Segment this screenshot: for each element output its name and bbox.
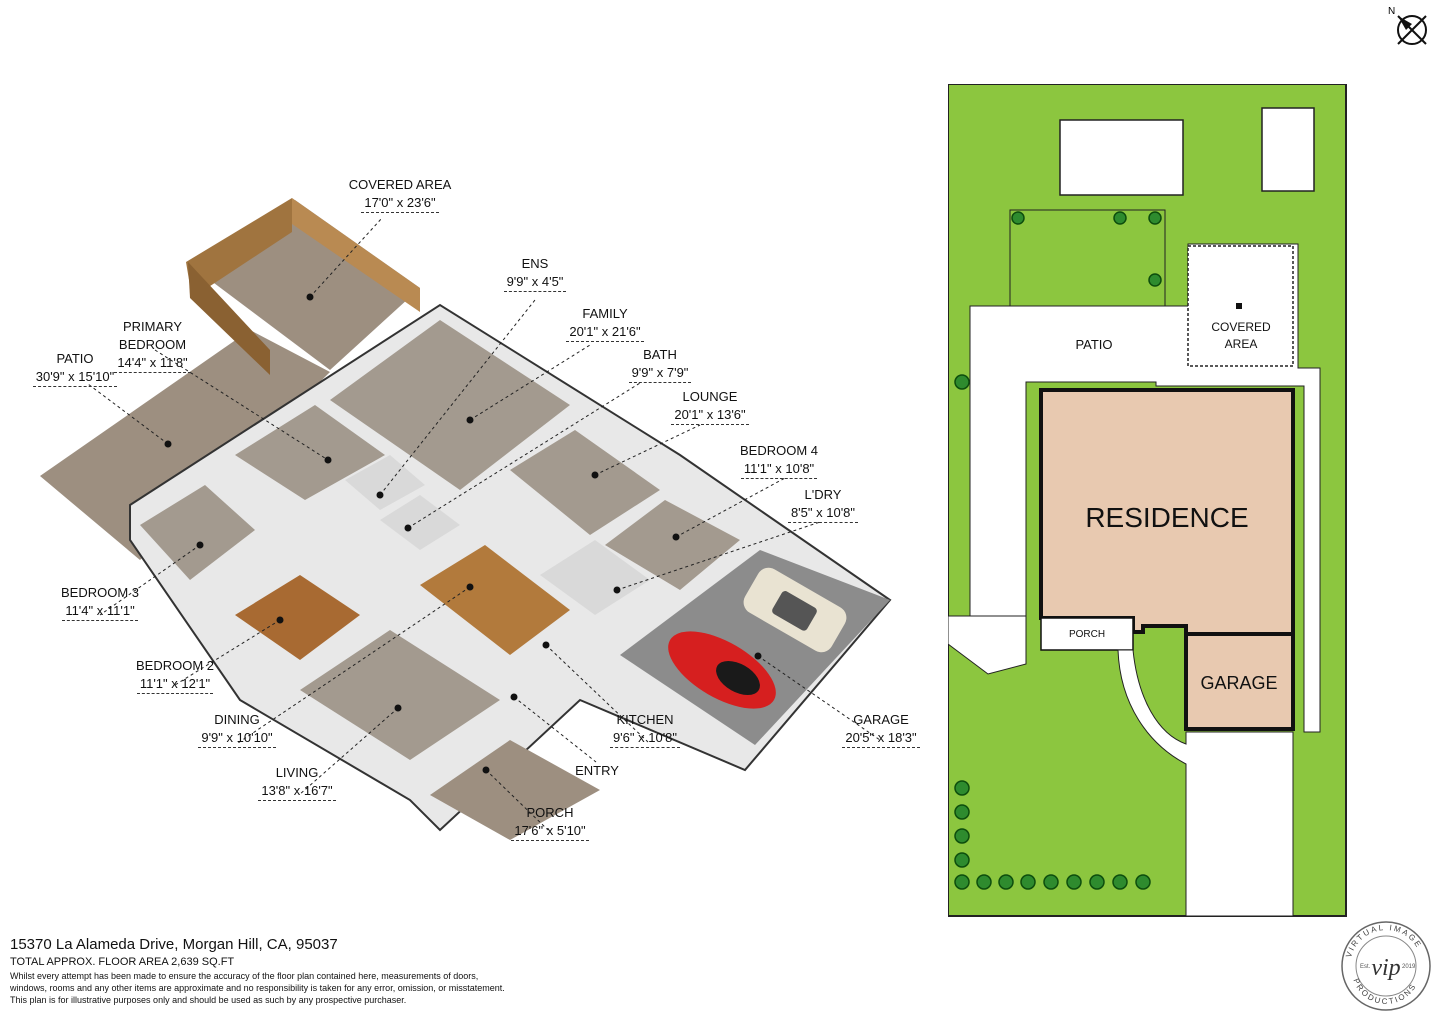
porch [1040,617,1134,651]
primary-bedroom-floor [235,405,385,500]
disclaimer-line-1: Whilst every attempt has been made to en… [10,971,479,981]
company-logo: VIRTUAL IMAGE PRODUCTIONS vip Est. 2019 [1341,921,1431,1011]
disclaimer-line-2: windows, rooms and any other items are a… [10,983,505,993]
laundry-floor [540,540,650,615]
family-floor [330,320,570,490]
side-paving [948,615,1027,675]
garden-bed [1009,209,1166,307]
shed-left [1059,119,1184,196]
covered-area [1187,245,1294,367]
dining-floor [420,545,570,655]
patio-slab [40,330,330,560]
leader-lines [87,217,881,831]
walkway [1117,649,1294,917]
car-red [668,631,776,709]
site-label-garage: GARAGE [1200,673,1277,693]
covered-post [1236,303,1242,309]
shed-right [1261,107,1315,192]
bedroom-2-floor [235,575,360,660]
total-floor-area: TOTAL APPROX. FLOOR AREA 2,639 SQ.FT [10,956,235,968]
site-label-covered-1: COVERED [1211,320,1271,334]
bedroom-4-floor [605,500,740,590]
fence-side [188,262,270,375]
garage [1184,632,1295,731]
label-entry: ENTRY [575,763,619,778]
site-label-patio: PATIO [1075,337,1112,352]
north-label: N [1388,6,1395,17]
site-label-porch: PORCH [1069,629,1105,640]
fence-left [186,198,292,298]
porch-slab [430,740,600,840]
bath-floor [380,495,460,550]
logo-monogram: vip [1371,955,1400,981]
bedroom-3-floor [140,485,255,580]
trees [954,211,1162,890]
logo-est-left: Est. [1360,964,1371,970]
room-markers [164,293,762,774]
fence-back [292,198,420,312]
lounge-floor [510,430,660,535]
disclaimer: Whilst every attempt has been made to en… [10,970,580,1006]
site-plan: PATIO COVERED AREA RESIDENCE PORCH GARAG… [948,84,1347,917]
ens-floor [345,455,425,510]
address: 15370 La Alameda Drive, Morgan Hill, CA,… [10,936,338,953]
north-arrow-icon: N [1388,6,1427,45]
floor-plan-3d-illustration [40,198,892,840]
car-silver [743,567,847,653]
logo-est-right: 2019 [1402,964,1416,970]
disclaimer-line-3: This plan is for illustrative purposes o… [10,995,407,1005]
site-label-covered-2: AREA [1225,337,1258,351]
living-floor [300,630,500,760]
site-label-residence: RESIDENCE [1085,502,1248,533]
